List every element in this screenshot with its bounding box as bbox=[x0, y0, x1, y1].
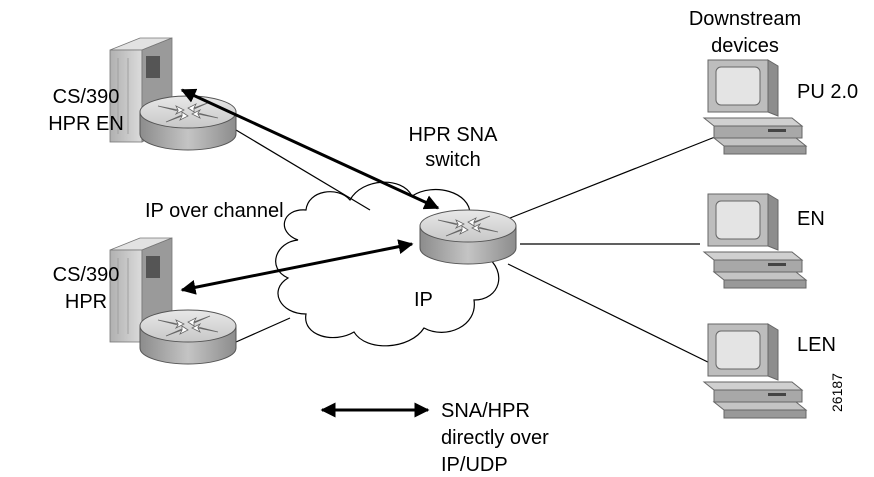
router-icon bbox=[139, 95, 237, 151]
switch-label-line2: switch bbox=[425, 149, 481, 171]
router-icon bbox=[139, 309, 237, 365]
figure-number: 26187 bbox=[829, 373, 845, 412]
host-bottom-label-line2: HPR bbox=[65, 291, 107, 313]
legend-label-line1: SNA/HPR bbox=[441, 400, 530, 422]
terminal-icon bbox=[703, 323, 807, 419]
device-len-label: LEN bbox=[797, 334, 836, 356]
host-bottom-to-cloud-link bbox=[235, 317, 291, 343]
switch-to-pu-link bbox=[509, 134, 721, 219]
double-arrow-icon bbox=[180, 88, 440, 210]
device-pu-label: PU 2.0 bbox=[797, 81, 858, 103]
host-bottom-label-line1: CS/390 bbox=[53, 264, 120, 286]
switch-label-line1: HPR SNA bbox=[409, 124, 499, 146]
host-top-label-line2: HPR EN bbox=[48, 113, 124, 135]
device-en-label: EN bbox=[797, 208, 825, 230]
ip-over-channel-label: IP over channel bbox=[145, 200, 284, 222]
legend-label-line2: directly over bbox=[441, 427, 549, 449]
legend-label-line3: IP/UDP bbox=[441, 454, 508, 476]
switch-to-len-link bbox=[507, 263, 721, 369]
double-arrow-icon bbox=[180, 239, 414, 295]
host-top-to-cloud-link bbox=[235, 129, 371, 211]
router-icon bbox=[419, 209, 517, 265]
terminal-icon bbox=[703, 193, 807, 289]
cloud-label: IP bbox=[414, 289, 433, 311]
downstream-label-line1: Downstream bbox=[689, 8, 801, 30]
terminal-icon bbox=[703, 59, 807, 155]
downstream-label-line2: devices bbox=[711, 35, 779, 57]
host-top-label-line1: CS/390 bbox=[53, 86, 120, 108]
